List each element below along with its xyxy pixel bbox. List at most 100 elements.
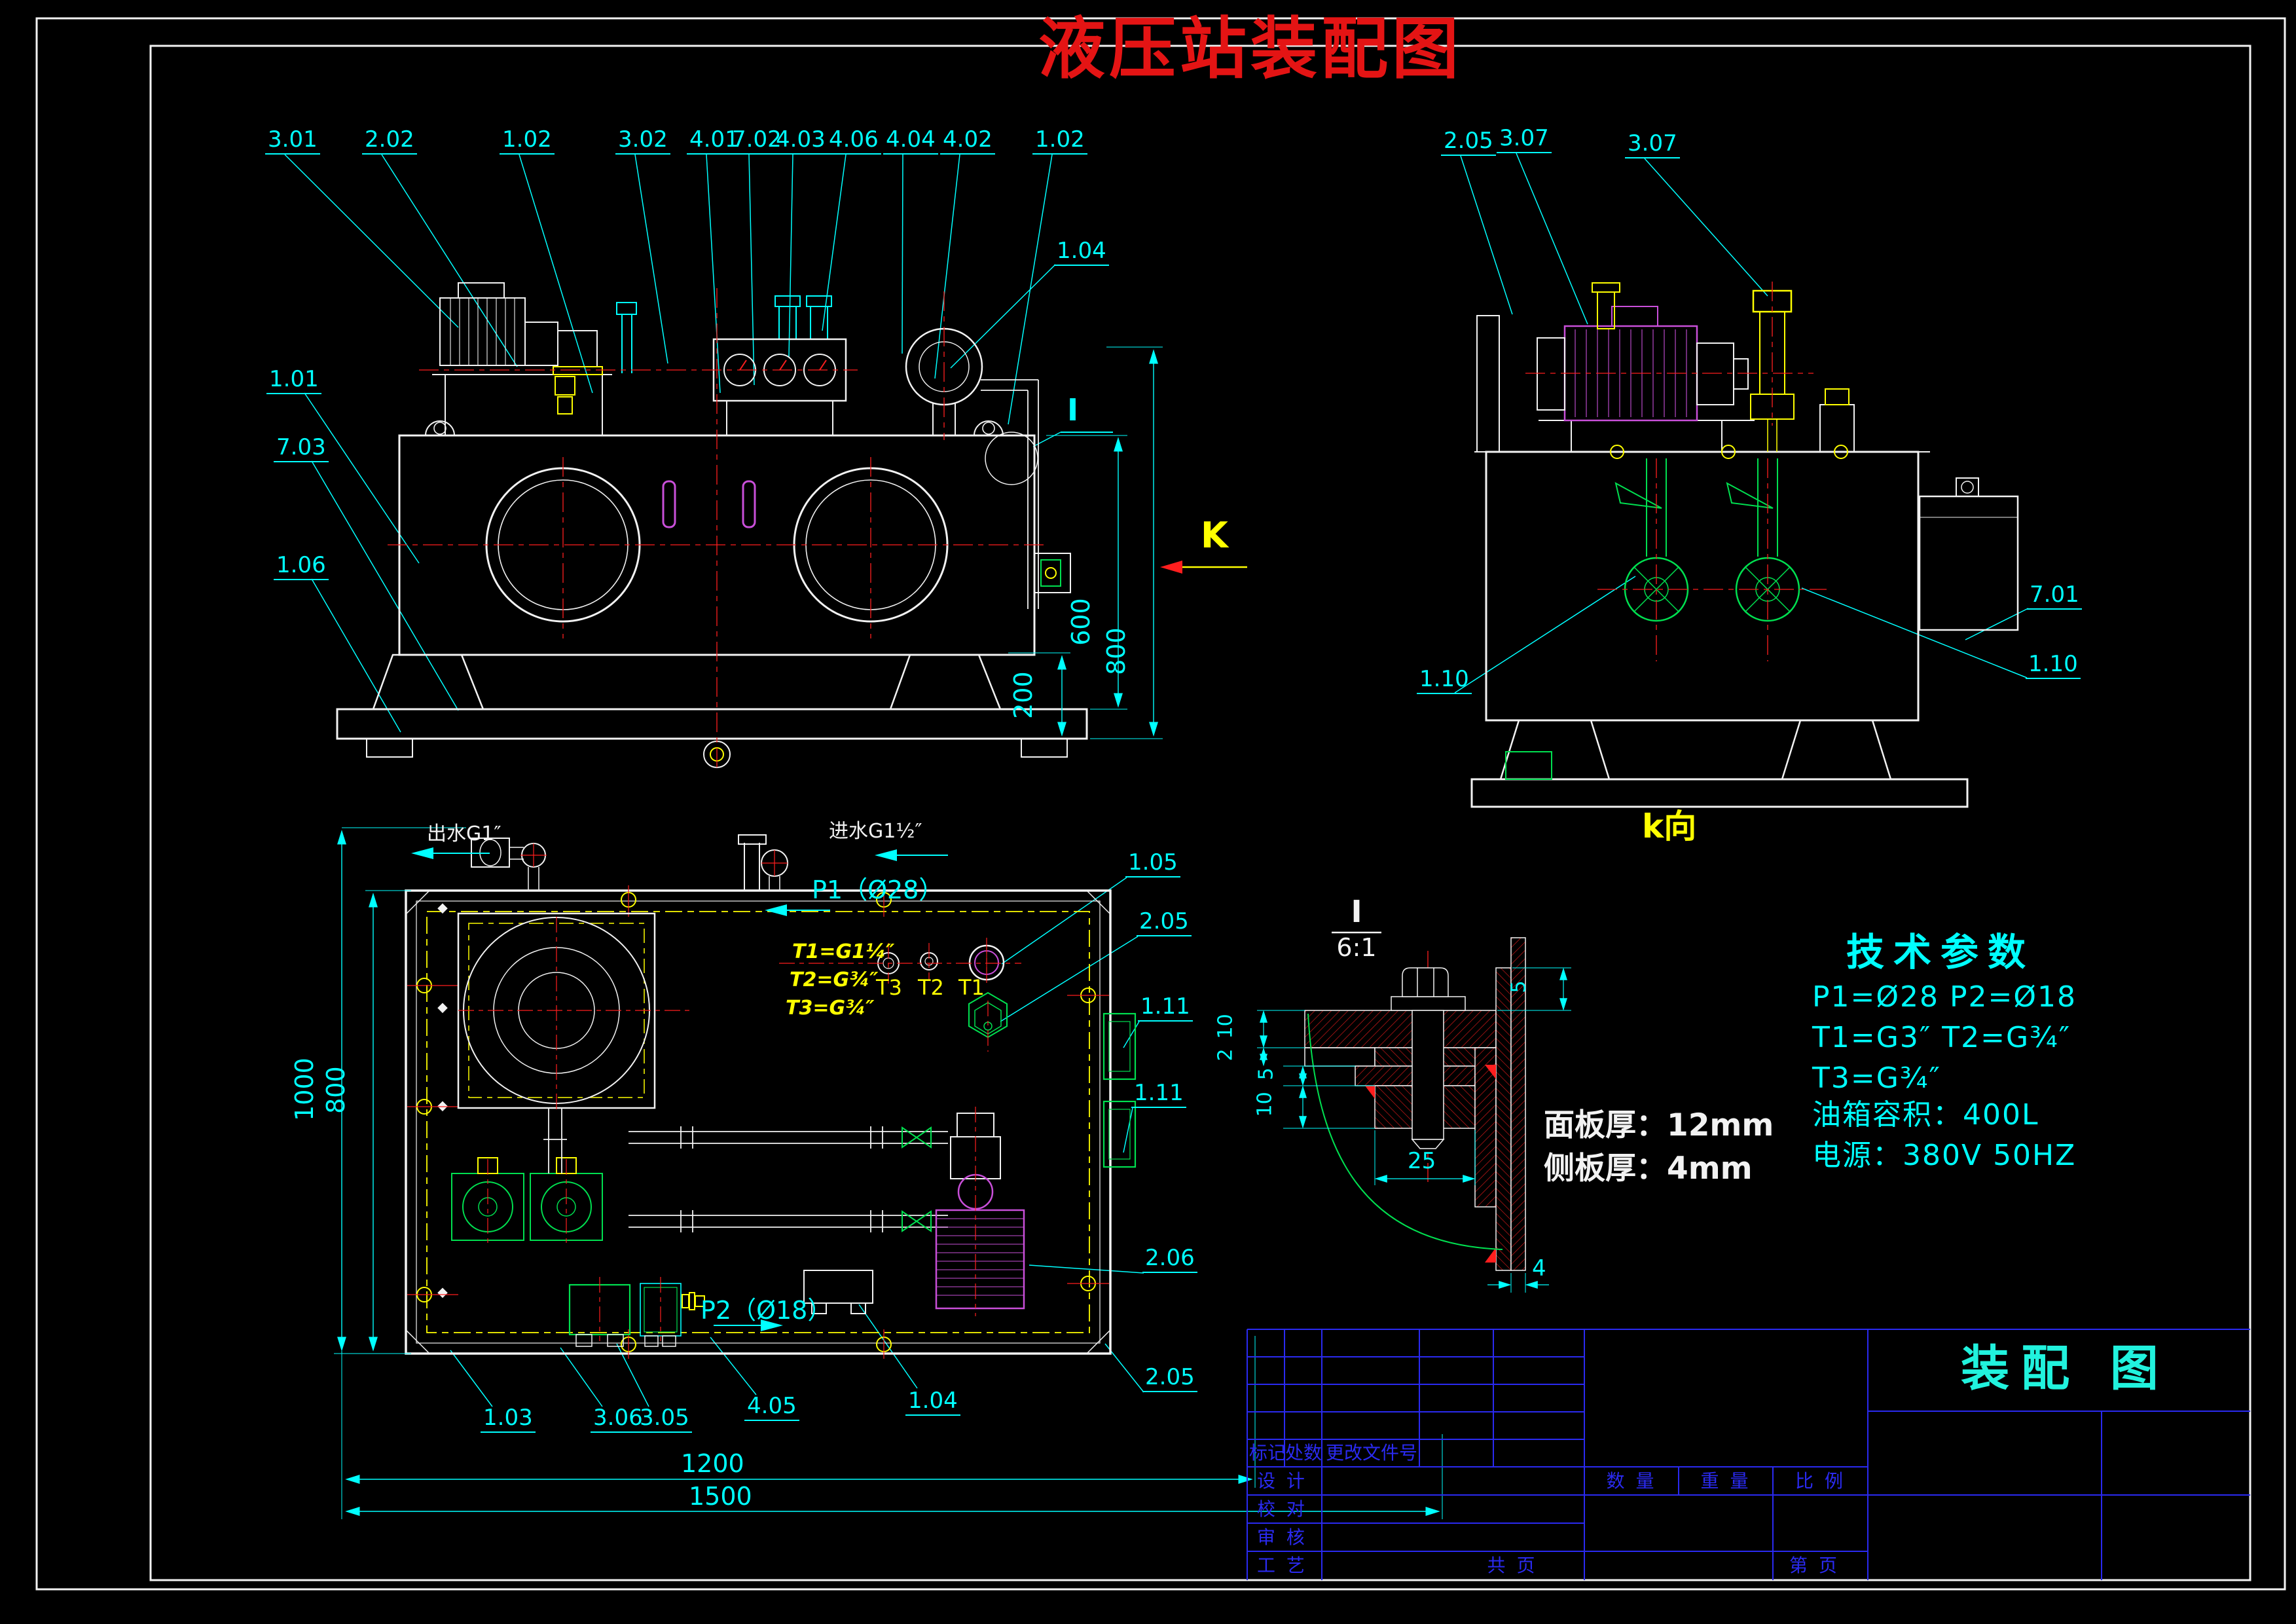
detail-dim-4: 4 [1532, 1255, 1546, 1282]
tech-param-line-5: 电源：380V 50HZ [1812, 1139, 2077, 1172]
plan-callout-r2: 2.05 [1137, 910, 1192, 936]
front-callout-1: 3.01 [265, 128, 320, 155]
tech-param-line-1: P1=Ø28 P2=Ø18 [1812, 980, 2077, 1014]
detail-dim-10b: 10 [1253, 1092, 1277, 1117]
front-callout-3: 1.02 [500, 128, 555, 155]
tb-row-process: 工 艺 [1257, 1555, 1307, 1576]
front-valve-cluster [553, 366, 603, 415]
detail-plates [1304, 937, 1526, 1271]
side-callout-3: 3.07 [1625, 132, 1680, 158]
detail-bolt [1391, 967, 1466, 1149]
plan-leader-lines [450, 877, 1144, 1407]
side-callout-7-01: 7.01 [2027, 583, 2082, 610]
plan-callout-b2: 3.06 [591, 1406, 646, 1433]
outlet-label: 出水G1″ [427, 822, 501, 845]
front-callout-6: 7.02 [729, 128, 784, 155]
front-callout-left-3: 1.06 [274, 553, 329, 580]
detail-circle-I [985, 432, 1038, 485]
detail-header-marker: I [1351, 894, 1362, 929]
front-callout-left-1: 1.01 [266, 367, 321, 394]
detail-dim-25: 25 [1408, 1148, 1436, 1174]
plan-top-fittings [471, 834, 788, 891]
plan-callout-r3: 1.11 [1138, 995, 1193, 1022]
side-callout-1-10-right: 1.10 [2026, 652, 2081, 679]
dim-1500: 1500 [689, 1482, 752, 1511]
port-spec-t3: T3=G¾″ [786, 997, 875, 1020]
air-filter [905, 327, 1039, 609]
plan-callout-r1: 1.05 [1125, 851, 1180, 877]
tb-row-review: 审 核 [1257, 1526, 1307, 1548]
dim-600: 600 [1066, 598, 1096, 646]
dim-800-plan: 800 [321, 1066, 351, 1114]
front-callout-5: 4.01 [687, 128, 742, 155]
dim-200: 200 [1009, 671, 1038, 719]
detail-view [1257, 931, 1571, 1293]
detail-dim-5a: 5 [1254, 1067, 1278, 1080]
p2-label: P2（Ø18） [701, 1296, 833, 1325]
sight-glasses [662, 480, 756, 528]
side-filter [1592, 282, 1850, 459]
gauge-needles [739, 360, 827, 371]
port-name-t1: T1 [958, 975, 985, 1000]
gauge-panel [712, 338, 847, 435]
side-view [1454, 153, 2029, 808]
side-centerlines [1525, 282, 1827, 661]
side-callout-1: 2.05 [1441, 129, 1496, 156]
sheet-border [35, 17, 2286, 1591]
note-panel-thickness: 面板厚：12mm [1544, 1107, 1774, 1143]
plan-callout-r5: 2.06 [1142, 1246, 1197, 1273]
detail-dim-5b: 5 [1507, 980, 1531, 993]
tb-row-check: 校 对 [1257, 1498, 1307, 1520]
tb-page-no: 第 页 [1789, 1555, 1840, 1576]
tb-rev-header-docno: 更改文件号 [1325, 1442, 1417, 1464]
plan-callout-b3: 3.05 [637, 1406, 692, 1433]
front-dimensions [1008, 346, 1163, 739]
detail-marker-label: I [1067, 392, 1079, 428]
side-callout-1-10-left: 1.10 [1417, 667, 1472, 694]
tech-param-line-2: T1=G3″ T2=G¾″ [1812, 1021, 2071, 1054]
plan-diamond-dots [437, 903, 448, 1299]
plan-inner-frame [426, 911, 1090, 1333]
plan-box [405, 889, 1112, 1355]
front-callout-2: 2.02 [362, 128, 417, 155]
front-cyan-fitting [616, 295, 832, 373]
edge-brackets [1102, 1012, 1137, 1168]
front-callout-left-2: 7.03 [274, 435, 329, 462]
detail-boundary-arc [1307, 1013, 1503, 1250]
plan-valves [902, 1126, 932, 1232]
front-tank [336, 420, 1088, 768]
tb-total-pages: 共 页 [1487, 1555, 1538, 1576]
front-view [284, 154, 1247, 769]
tech-params-heading: 技术参数 [1846, 930, 2035, 974]
front-leader-lines [284, 154, 1113, 733]
p1-label: P1（Ø28） [812, 876, 944, 904]
plan-piping [629, 1126, 948, 1232]
tb-scale-header: 比 例 [1795, 1470, 1846, 1492]
detail-header-scale: 6:1 [1336, 933, 1377, 962]
junction-box [803, 1270, 873, 1314]
dim-1000: 1000 [290, 1058, 319, 1121]
front-callout-7: 4.03 [773, 128, 828, 155]
tb-rev-header-count: 处数 [1285, 1442, 1322, 1464]
side-callout-2: 3.07 [1497, 126, 1552, 153]
port-name-t3: T3 [876, 975, 902, 1000]
plan-bolt-centerlines [407, 885, 1109, 1359]
side-tank [1470, 315, 2019, 808]
plan-callout-b5: 1.04 [905, 1389, 960, 1416]
k-view-arrow [1160, 561, 1247, 574]
port-name-t2: T2 [918, 975, 944, 1000]
k-view-label: k向 [1642, 807, 1697, 845]
detail-dim-2: 2 [1214, 1048, 1237, 1061]
manifold-blocks [568, 1283, 705, 1347]
k-view-letter: K [1201, 515, 1228, 556]
note-side-thickness: 侧板厚：4mm [1544, 1151, 1753, 1187]
port-spec-t2: T2=G¾″ [790, 969, 879, 991]
front-callout-9: 4.04 [883, 128, 938, 155]
plan-pumps [451, 1173, 603, 1241]
plan-dimensions [334, 827, 1443, 1519]
weld-marks [1365, 1065, 1496, 1263]
tb-rev-header-mark: 标记 [1249, 1442, 1286, 1464]
plan-callout-b4: 4.05 [744, 1394, 799, 1421]
tb-drawing-name: 装配 图 [1961, 1340, 2170, 1397]
